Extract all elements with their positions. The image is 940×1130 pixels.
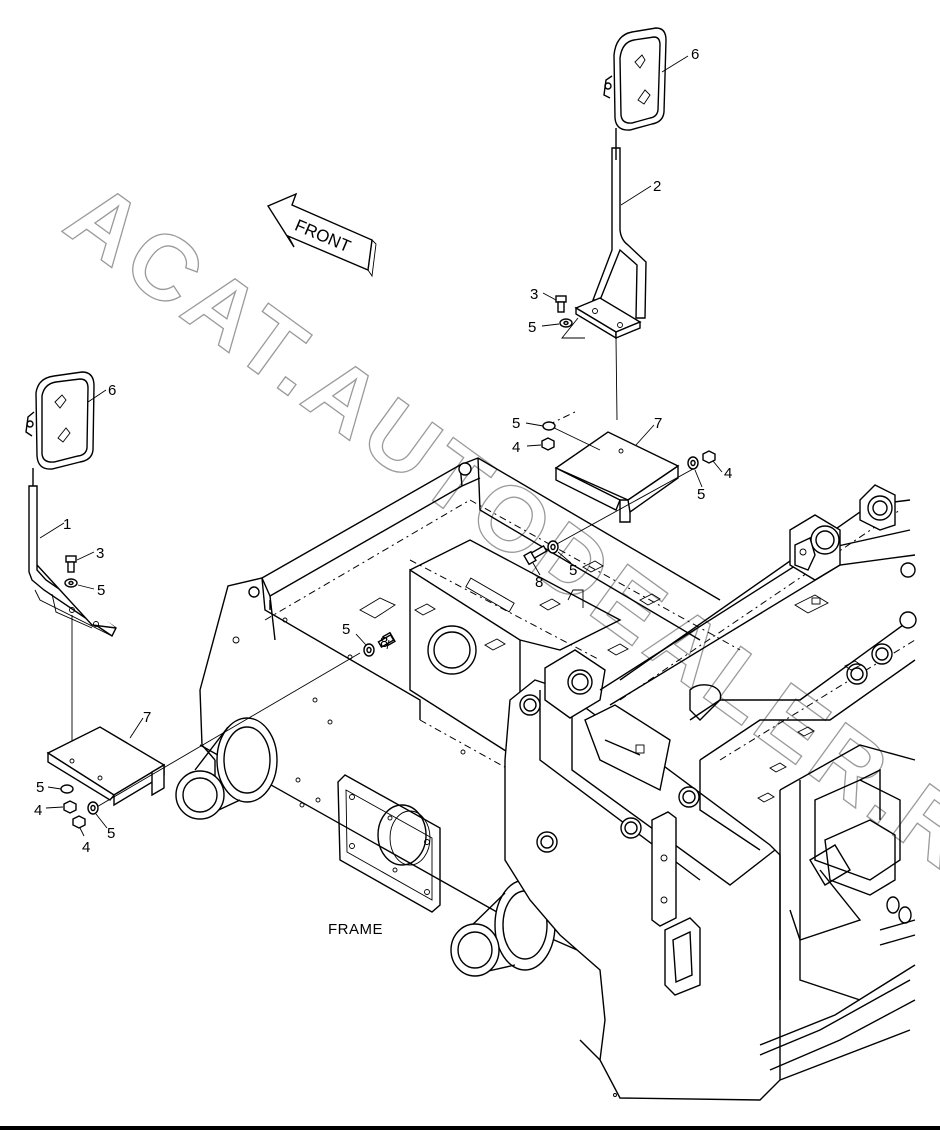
loader-frame	[175, 457, 917, 1101]
mirror-left	[25, 371, 95, 486]
bolt-frame-left	[377, 631, 396, 649]
bottom-border	[0, 1126, 940, 1130]
washer-frame-left	[363, 643, 375, 657]
nut-left-b	[72, 815, 86, 829]
callout-bracket-left: 7	[143, 709, 151, 726]
mirror-right	[603, 27, 667, 148]
callout-leaders	[39, 55, 723, 837]
washer-bracket-right-a	[542, 421, 556, 431]
washer-left-a	[60, 784, 74, 794]
washer-left-top	[64, 578, 78, 588]
callout-nut-left-b: 4	[82, 839, 90, 856]
mirror-stay-left	[28, 485, 117, 760]
callout-numbers: 6 2 3 5 5 4 7 4 5 8 5 6 1 3 5 8 5 7 5 4 …	[34, 46, 732, 856]
bolt-left	[65, 555, 77, 573]
callout-washer-bracket-right-a: 5	[512, 415, 520, 432]
callout-stay-right: 2	[653, 178, 661, 195]
callout-washer-left-a: 5	[36, 779, 44, 796]
callout-nut-bracket-right-b: 4	[724, 465, 732, 482]
callout-washer-frame-left: 5	[342, 621, 350, 638]
callout-washer-left-top: 5	[97, 582, 105, 599]
callout-bolt-right: 3	[530, 286, 538, 303]
mirror-bracket-right	[547, 411, 680, 523]
callout-bolt-left: 3	[96, 545, 104, 562]
washer-frame-right	[547, 540, 559, 554]
nut-bracket-right-a	[541, 437, 555, 451]
callout-mirror-left: 6	[108, 382, 116, 399]
callout-bolt-frame-left: 8	[380, 634, 388, 651]
callout-nut-left-a: 4	[34, 802, 42, 819]
callout-washer-left-b: 5	[107, 825, 115, 842]
mirror-stay-right	[561, 147, 647, 421]
right-mirror-assembly	[523, 27, 716, 566]
front-direction-arrow: FRONT	[266, 192, 377, 278]
callout-nut-bracket-right-a: 4	[512, 439, 520, 456]
washer-left-b	[87, 801, 99, 815]
washer-bracket-right-b	[687, 456, 699, 470]
callout-mirror-right: 6	[691, 46, 699, 63]
callout-washer-frame-right: 5	[569, 562, 577, 579]
callout-bolt-frame-right: 8	[535, 574, 543, 591]
callout-stay-left: 1	[63, 516, 71, 533]
callout-washer-bracket-right-b: 5	[697, 486, 705, 503]
nut-left-a	[63, 800, 77, 814]
left-mirror-assembly	[25, 371, 396, 829]
callout-washer-right-top: 5	[528, 319, 536, 336]
nut-bracket-right-b	[702, 450, 716, 464]
washer-right-top	[559, 318, 573, 328]
bolt-frame-right	[523, 544, 548, 566]
bolt-right	[555, 295, 567, 313]
callout-bracket-right: 7	[654, 415, 662, 432]
frame-label: FRAME	[328, 921, 383, 938]
